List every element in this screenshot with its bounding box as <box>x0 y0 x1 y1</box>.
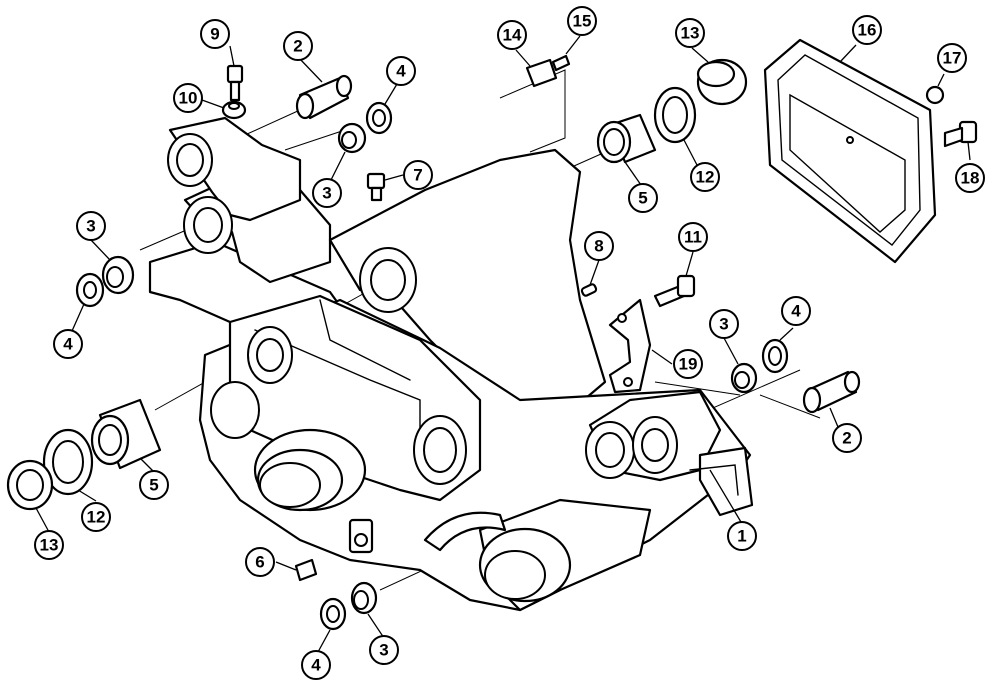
callout-12-upper: 12 <box>690 162 720 192</box>
callout-3-left: 3 <box>76 211 106 241</box>
svg-text:4: 4 <box>396 62 406 81</box>
callout-6: 6 <box>245 547 275 577</box>
svg-text:14: 14 <box>503 26 522 45</box>
svg-text:4: 4 <box>791 302 801 321</box>
bolt-11 <box>653 274 696 308</box>
svg-text:8: 8 <box>594 237 603 256</box>
svg-text:3: 3 <box>719 315 728 334</box>
svg-text:5: 5 <box>149 476 158 495</box>
svg-text:9: 9 <box>210 25 219 44</box>
svg-text:4: 4 <box>63 335 73 354</box>
callout-4-lower: 4 <box>301 650 331 680</box>
sleeve-5-lower <box>90 398 162 470</box>
callout-9: 9 <box>200 19 230 49</box>
callout-11: 11 <box>678 222 708 252</box>
svg-text:2: 2 <box>293 37 302 56</box>
svg-text:5: 5 <box>638 189 647 208</box>
svg-text:15: 15 <box>573 12 592 31</box>
svg-text:1: 1 <box>737 527 746 546</box>
nut-10 <box>221 100 247 120</box>
clamp-19 <box>608 298 652 394</box>
svg-text:12: 12 <box>696 168 715 187</box>
callout-2-upper: 2 <box>283 31 313 61</box>
roll-pin-8 <box>580 283 598 297</box>
callout-13-upper: 13 <box>675 18 705 48</box>
clip-14 <box>525 58 558 88</box>
callout-3-upper: 3 <box>312 178 342 208</box>
callout-4-left: 4 <box>53 329 83 359</box>
callout-4-right: 4 <box>781 296 811 326</box>
callout-7: 7 <box>403 160 433 190</box>
plug-6 <box>294 558 318 582</box>
seal-cap-13-upper <box>696 58 748 106</box>
callout-17: 17 <box>937 43 967 73</box>
svg-text:12: 12 <box>87 508 106 527</box>
callout-5-lower: 5 <box>139 470 169 500</box>
callout-19: 19 <box>673 349 703 379</box>
washer-4-right <box>761 338 789 374</box>
seal-ring-12-upper <box>653 86 697 144</box>
seal-cap-13-lower <box>6 459 54 511</box>
pivot-pin-2-right <box>802 370 861 414</box>
callout-10: 10 <box>173 83 203 113</box>
screw-9 <box>226 64 244 102</box>
callout-2-right: 2 <box>832 423 862 453</box>
callout-8: 8 <box>584 231 614 261</box>
pivot-pin-2-upper <box>295 74 353 120</box>
callout-16: 16 <box>852 15 882 45</box>
callout-3-right: 3 <box>709 309 739 339</box>
svg-text:19: 19 <box>679 355 698 374</box>
svg-text:3: 3 <box>322 184 331 203</box>
axle-housing-body <box>148 116 754 612</box>
plug-17 <box>925 85 945 105</box>
svg-text:7: 7 <box>413 166 422 185</box>
callout-13-lower: 13 <box>34 530 64 560</box>
bushing-3-left <box>101 255 135 295</box>
cover-16 <box>763 38 937 264</box>
seal-ring-12-lower <box>42 428 94 496</box>
svg-text:3: 3 <box>86 217 95 236</box>
svg-text:4: 4 <box>311 656 321 675</box>
svg-text:10: 10 <box>179 89 198 108</box>
leader-lines <box>35 35 971 653</box>
callout-12-lower: 12 <box>81 502 111 532</box>
svg-text:18: 18 <box>961 169 980 188</box>
callout-1: 1 <box>727 521 757 551</box>
svg-text:6: 6 <box>255 553 264 572</box>
svg-text:3: 3 <box>379 641 388 660</box>
svg-text:13: 13 <box>681 24 700 43</box>
callout-18: 18 <box>955 163 985 193</box>
washer-4-lower <box>319 597 347 631</box>
callout-3-lower: 3 <box>369 635 399 665</box>
plug-7 <box>366 172 386 202</box>
screw-15 <box>551 54 571 72</box>
callout-15: 15 <box>567 6 597 36</box>
svg-text:16: 16 <box>858 21 877 40</box>
svg-text:11: 11 <box>684 228 702 247</box>
bolt-18 <box>943 120 978 148</box>
svg-text:2: 2 <box>842 429 851 448</box>
bushing-3-lower <box>350 581 378 615</box>
bushing-3-upper <box>337 122 367 154</box>
washer-4-upper <box>365 101 393 135</box>
callout-4-upper: 4 <box>386 56 416 86</box>
svg-text:13: 13 <box>40 536 59 555</box>
callout-5-upper: 5 <box>628 183 658 213</box>
washer-4-left <box>75 272 105 308</box>
svg-text:17: 17 <box>943 49 962 68</box>
sleeve-5-upper <box>596 113 657 164</box>
bushing-3-right <box>730 362 758 394</box>
callout-14: 14 <box>497 20 527 50</box>
